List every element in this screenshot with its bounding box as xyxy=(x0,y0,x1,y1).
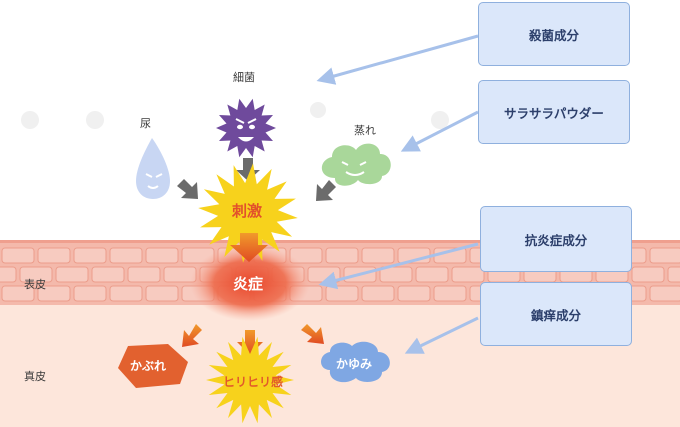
skin-cell xyxy=(109,247,143,264)
skin-cell xyxy=(145,285,179,302)
ingredient-box-bactericidal: 殺菌成分 xyxy=(478,2,630,66)
burning-label: ヒリヒリ感 xyxy=(223,375,284,389)
arrow-to-germ xyxy=(316,34,479,85)
skin-cell xyxy=(73,285,107,302)
epidermis-label: 表皮 xyxy=(24,278,46,291)
skin-cell xyxy=(631,266,665,283)
moisture-arrow xyxy=(316,180,336,201)
ingredient-box-anti-inflammatory: 抗炎症成分 xyxy=(480,206,632,272)
skin-cell xyxy=(649,285,680,302)
urine-arrow xyxy=(177,179,198,199)
skin-cell xyxy=(19,266,53,283)
skin-cell xyxy=(667,266,680,283)
arrow-to-itch xyxy=(404,316,479,354)
moisture-cloud-icon xyxy=(321,143,391,186)
itch-label: かゆみ xyxy=(336,357,373,371)
urine-drop-icon xyxy=(136,138,170,199)
skin-cell xyxy=(361,247,395,264)
arrow-to-moisture xyxy=(400,110,479,152)
skin-cell xyxy=(397,285,431,302)
inflammation-label: 炎症 xyxy=(233,275,264,293)
rash-arrow xyxy=(182,324,202,347)
stimulus-label: 刺激 xyxy=(232,202,263,220)
skin-cell xyxy=(127,266,161,283)
skin-cell xyxy=(37,285,71,302)
rash-label: かぶれ xyxy=(130,359,167,373)
pointer-arrows xyxy=(316,34,479,354)
burning-burst xyxy=(206,336,294,424)
germ-label: 細菌 xyxy=(233,71,255,84)
skin-cell xyxy=(1,247,35,264)
skin-cell xyxy=(1,285,35,302)
rash-shape xyxy=(118,344,188,388)
itch-arrow xyxy=(301,324,324,344)
skin-cell xyxy=(649,247,680,264)
symptom-arrows xyxy=(182,324,324,355)
skin-cell xyxy=(55,266,89,283)
burning-arrow xyxy=(237,330,263,355)
ingredient-box-antipruritic: 鎮痒成分 xyxy=(480,282,632,346)
moisture-label: 蒸れ xyxy=(354,124,376,137)
skin-cell xyxy=(109,285,143,302)
stimulus-to-inflammation-arrow xyxy=(230,233,268,262)
skin-cell xyxy=(145,247,179,264)
arrow-to-inflammation xyxy=(318,242,479,290)
skin-cell xyxy=(37,247,71,264)
skin-cell xyxy=(325,285,359,302)
itch-cloud xyxy=(321,341,390,383)
skin-cell xyxy=(433,285,467,302)
skin-cell xyxy=(73,247,107,264)
stimulus-burst xyxy=(198,163,298,263)
skin-cell xyxy=(361,285,395,302)
dermis-label: 真皮 xyxy=(24,370,46,383)
skin-cell xyxy=(415,266,449,283)
skin-cell xyxy=(451,266,485,283)
germ-icon xyxy=(216,98,276,158)
skin-cell xyxy=(325,247,359,264)
ingredient-box-powder: サラサラパウダー xyxy=(478,80,630,144)
urine-label: 尿 xyxy=(140,117,151,130)
skin-cell xyxy=(379,266,413,283)
skin-cell xyxy=(91,266,125,283)
background-decoration xyxy=(21,102,449,129)
skin-cell xyxy=(0,266,17,283)
inflammation-glow xyxy=(190,245,310,321)
